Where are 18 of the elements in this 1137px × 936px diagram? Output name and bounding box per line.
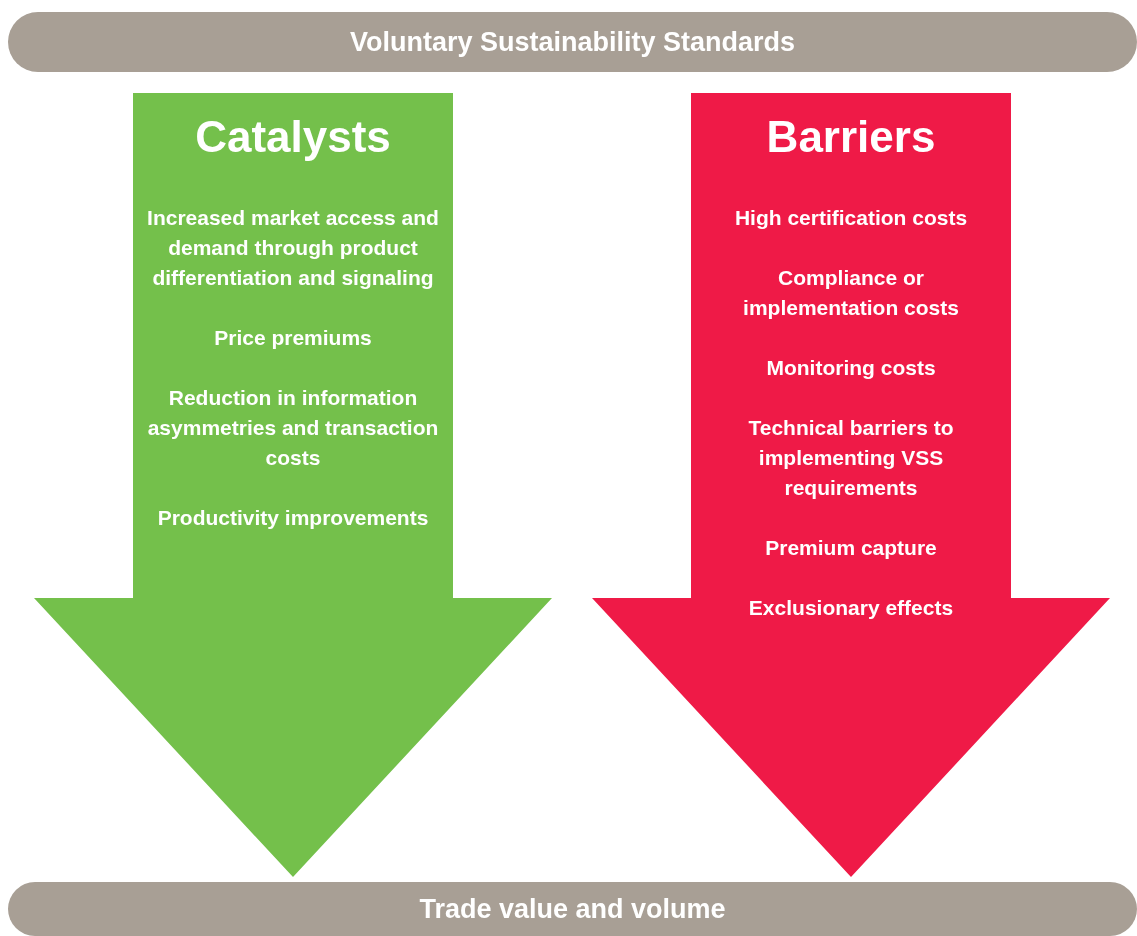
list-item-text: High certification costs	[734, 205, 968, 231]
list-item-text: Reduction in information asymmetries and transaction costs	[146, 385, 440, 471]
banner-title: Voluntary Sustainability Standards	[349, 25, 796, 59]
banner-title: Trade value and volume	[419, 892, 726, 926]
list-item-text: Monitoring costs	[766, 355, 936, 381]
arrow-heading: Barriers	[766, 111, 936, 163]
list-item-text: Increased market access and demand through product differentiation and signaling	[146, 205, 440, 291]
list-item-text: Exclusionary effects	[748, 595, 954, 621]
down-arrow-shape	[592, 93, 1110, 877]
banner-bar	[8, 12, 1137, 72]
down-arrow-shape	[34, 93, 552, 877]
banner-bar	[8, 882, 1137, 936]
list-item-text: Compliance or implementation costs	[742, 265, 960, 321]
list-item-text: Technical barriers to implementing VSS requirements	[747, 415, 955, 501]
list-item-text: Premium capture	[765, 535, 937, 561]
arrow-heading: Catalysts	[195, 111, 391, 163]
list-item-text: Productivity improvements	[157, 505, 429, 531]
list-item-text: Price premiums	[214, 325, 372, 351]
